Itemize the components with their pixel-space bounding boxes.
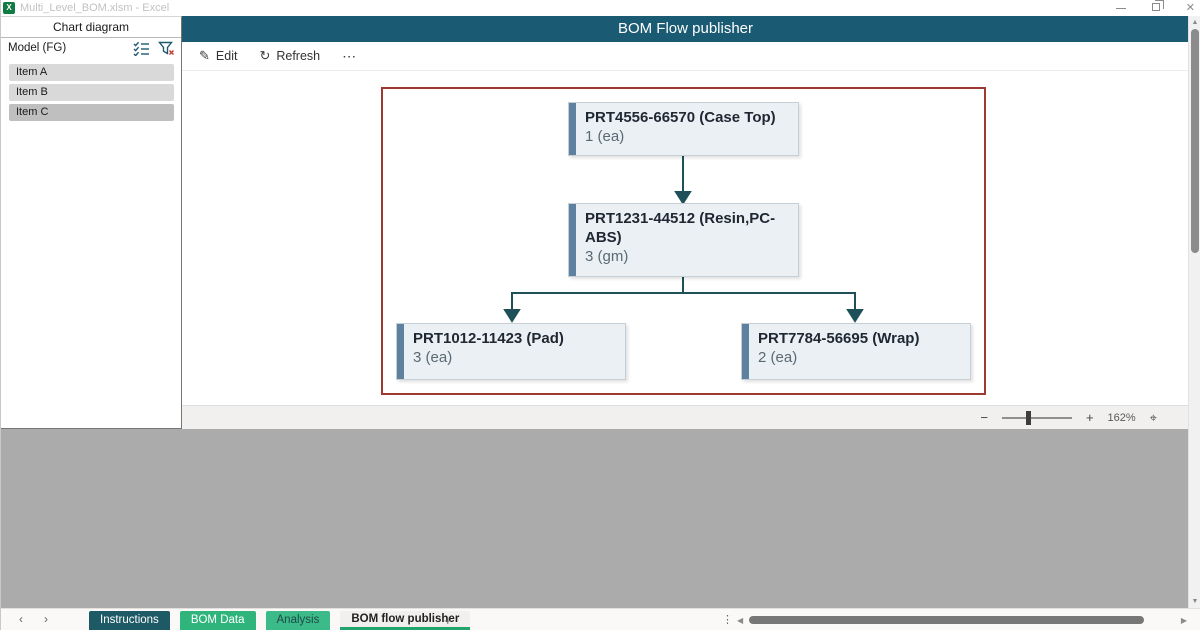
refresh-label: Refresh [276,49,321,63]
node-qty-label: 3 (ea) [413,349,453,366]
fit-to-window-icon[interactable]: ⌖ [1149,409,1157,425]
bom-node-mid[interactable]: PRT1231-44512 (Resin,PC-ABS) 3 (gm) [568,203,799,277]
add-sheet-button[interactable]: + [444,613,452,628]
tab-bom-flow-publisher[interactable]: BOM flow publisher [340,611,471,630]
scroll-right-icon[interactable]: ▶ [1180,615,1187,625]
vertical-scrollbar[interactable]: ▲ ▼ [1188,16,1200,608]
more-options-button[interactable]: ⋯ [342,47,358,64]
tab-analysis[interactable]: Analysis [265,611,331,630]
panel-title: Chart diagram [1,17,181,38]
sheet-tab-bar: ‹ › Instructions BOM Data Analysis BOM f… [1,608,1200,630]
node-qty-label: 1 (ea) [585,128,625,145]
restore-icon [1151,0,1164,11]
zoom-level-value[interactable]: 162% [1107,411,1136,424]
list-item-b[interactable]: Item B [9,84,174,101]
refresh-icon: ↻ [259,48,271,63]
clear-filter-icon[interactable] [158,41,175,56]
addin-title-bar: BOM Flow publisher [182,16,1189,42]
list-item-c[interactable]: Item C [9,104,174,121]
bom-node-root[interactable]: PRT4556-66570 (Case Top) 1 (ea) [568,102,799,156]
node-qty-label: 2 (ea) [758,349,798,366]
horizontal-scrollbar-track[interactable] [747,615,1177,625]
node-accent-bar [569,204,576,276]
tab-instructions[interactable]: Instructions [89,611,170,630]
refresh-button[interactable]: ↻ Refresh [259,48,320,64]
node-accent-bar [397,324,404,379]
list-item-a[interactable]: Item A [9,64,174,81]
scroll-up-icon[interactable]: ▲ [1191,19,1199,26]
node-part-label: PRT4556-66570 (Case Top) [585,109,776,126]
zoom-slider-thumb[interactable] [1025,410,1031,425]
node-part-label: PRT1012-11423 (Pad) [413,330,564,347]
title-bar: X Multi_Level_BOM.xlsm - Excel ✕ [1,0,1200,16]
model-field-label: Model (FG) [8,42,67,54]
pencil-icon: ✎ [199,48,210,63]
sheet-tabs: Instructions BOM Data Analysis BOM flow … [89,611,471,630]
sheet-nav-next-button[interactable]: › [44,612,48,626]
minimize-button[interactable] [1115,0,1126,16]
window-title: Multi_Level_BOM.xlsm - Excel [20,2,170,14]
scroll-left-icon[interactable]: ◀ [737,615,744,625]
zoom-status-bar: − + 162% ⌖ [182,405,1189,429]
scroll-down-icon[interactable]: ▼ [1191,598,1199,605]
zoom-slider-track [1001,416,1072,419]
bom-node-leaf2[interactable]: PRT7784-56695 (Wrap) 2 (ea) [741,323,971,380]
close-button[interactable]: ✕ [1185,2,1195,14]
sheet-nav-prev-button[interactable]: ‹ [19,612,23,626]
node-accent-bar [742,324,749,379]
node-accent-bar [569,103,576,155]
node-part-label: PRT7784-56695 (Wrap) [758,330,920,347]
minimize-icon [1115,7,1126,9]
zoom-slider[interactable] [1001,410,1072,425]
edit-label: Edit [215,49,238,63]
multi-select-icon[interactable] [133,41,150,56]
excel-icon: X [3,2,15,14]
addin-title: BOM Flow publisher [617,20,754,37]
edit-button[interactable]: ✎ Edit [199,48,237,64]
zoom-out-button[interactable]: − [980,409,988,425]
horizontal-scrollbar-thumb[interactable] [749,616,1145,624]
chart-diagram-panel: Chart diagram Model (FG) [1,16,182,429]
bom-node-leaf1[interactable]: PRT1012-11423 (Pad) 3 (ea) [396,323,626,380]
workspace-background [1,429,1189,608]
model-item-list: Item A Item B Item C [1,60,181,121]
horizontal-scrollbar[interactable]: ◀ ▶ [737,613,1187,627]
tab-bom-data[interactable]: BOM Data [179,611,256,630]
vertical-scrollbar-thumb[interactable] [1191,29,1199,253]
node-qty-label: 3 (gm) [585,248,629,265]
zoom-in-button[interactable]: + [1085,409,1094,425]
restore-button[interactable] [1151,0,1164,16]
tab-splitter-handle[interactable]: ⋮ [722,614,733,626]
node-part-label: PRT1231-44512 (Resin,PC-ABS) [585,210,776,246]
addin-toolbar: ✎ Edit ↻ Refresh ⋯ [182,42,1189,71]
